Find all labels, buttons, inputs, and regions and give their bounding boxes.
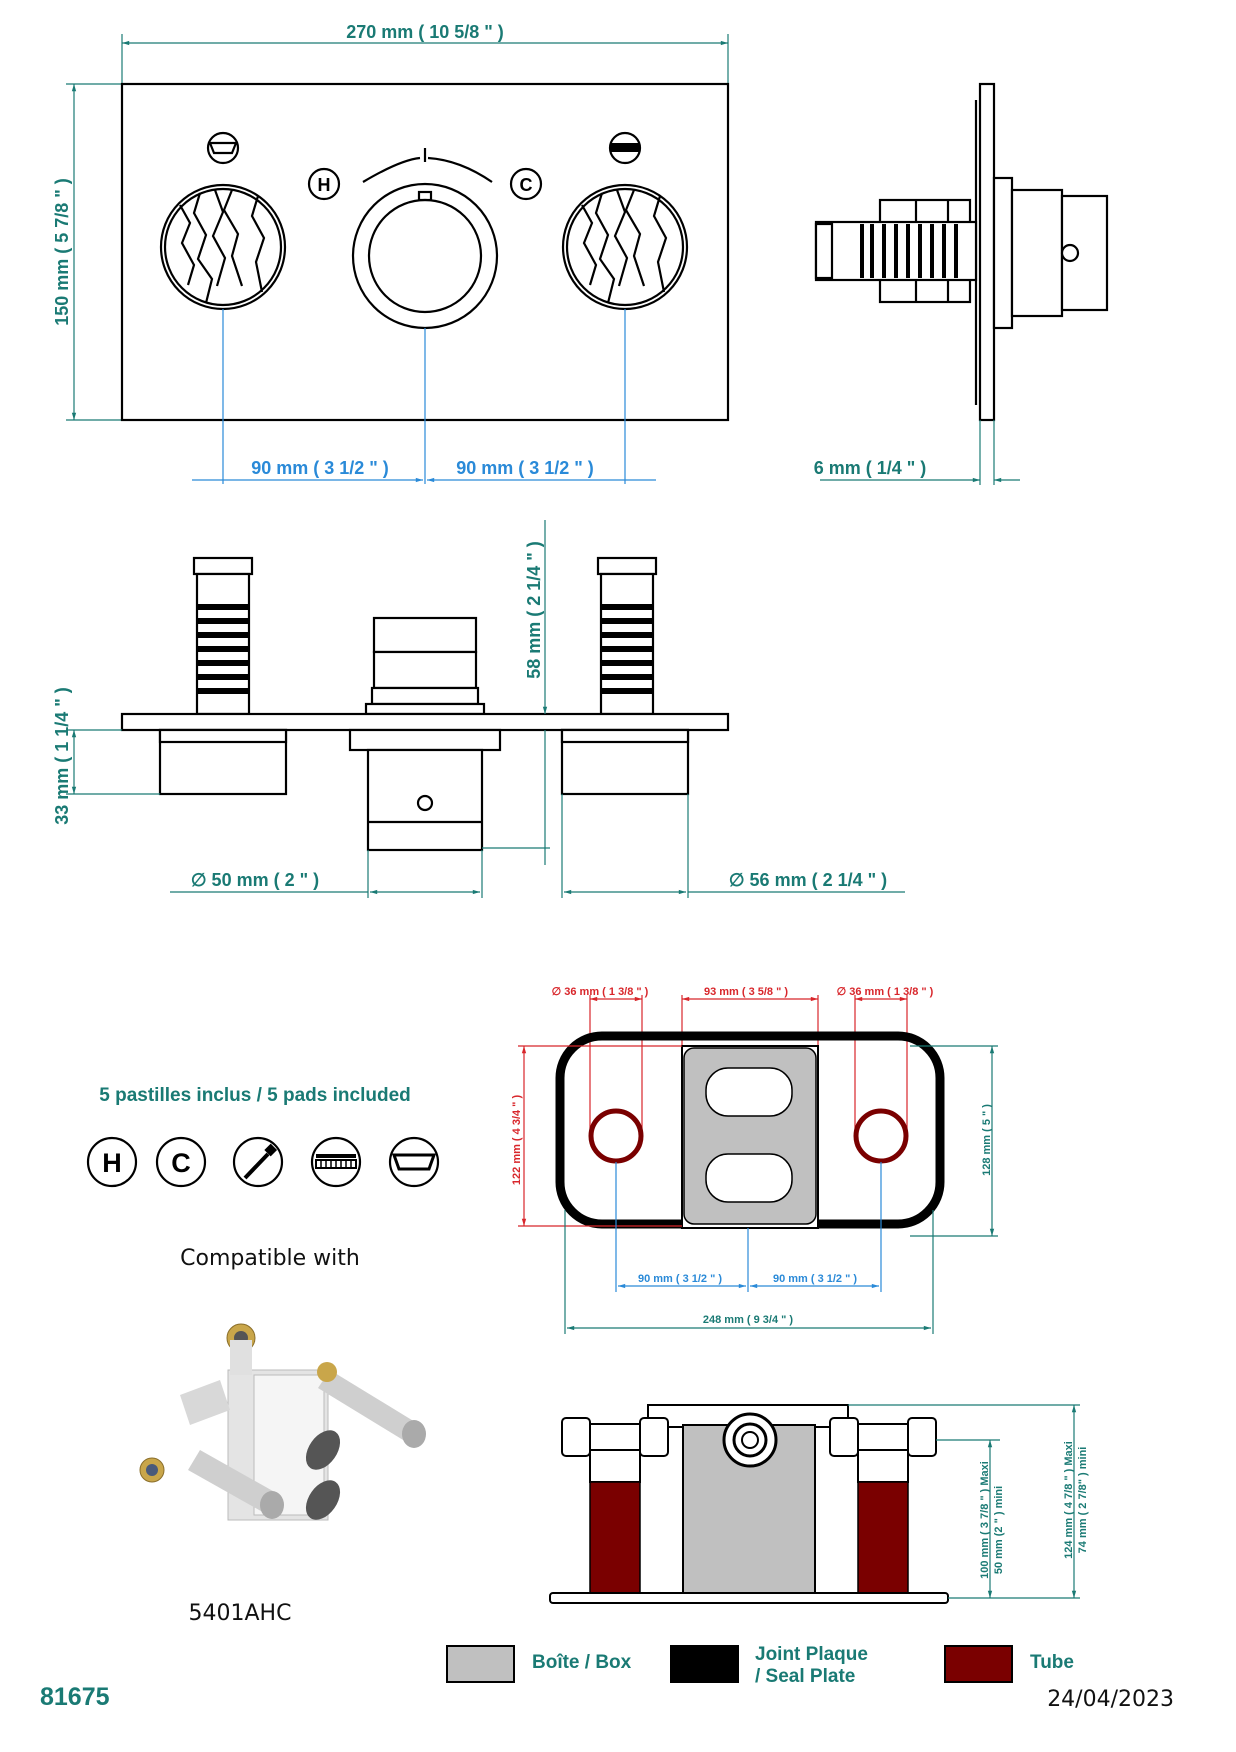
- cold-badge: C: [509, 167, 543, 201]
- hole-left-label: ∅ 36 mm ( 1 3/8 " ): [552, 986, 649, 998]
- thickness-label: 6 mm ( 1/4 " ): [814, 458, 927, 478]
- pads-section: 5 pastilles inclus / 5 pads included H C…: [86, 1085, 440, 1271]
- hot-label: H: [318, 175, 331, 195]
- section-plate: [549, 1592, 949, 1604]
- pad-hand-shower-icon: [232, 1136, 284, 1188]
- total-width-label: 248 mm ( 9 3/4 " ): [703, 1314, 794, 1326]
- compatible-label: Compatible with: [180, 1246, 360, 1271]
- depth-a-max: 100 mm ( 3 7/8 " ) Maxi: [979, 1461, 991, 1579]
- tube-left: [589, 1481, 641, 1594]
- left-knob: [159, 131, 287, 311]
- depth-a-min: 50 mm (2 " ) mini: [993, 1486, 1005, 1574]
- front-view: 270 mm ( 10 5/8 " ) 150 mm ( 5 7/8 " ) H: [52, 22, 730, 484]
- legend-swatch-tube: [944, 1645, 1013, 1683]
- side-view: 6 mm ( 1/4 " ): [814, 82, 1109, 485]
- spacing-left-label: 90 mm ( 3 1/2 " ): [251, 458, 389, 478]
- bath-tub-icon-small: [206, 131, 240, 165]
- depth-b-max: 124 mm ( 4 7/8 " ) Maxi: [1063, 1441, 1075, 1559]
- legend: Boîte / Box Joint Plaque / Seal Plate Tu…: [446, 1644, 1074, 1687]
- inner-height-label: 122 mm ( 4 3/4 " ): [511, 1095, 523, 1186]
- projection-label: 58 mm ( 2 1/4 " ): [524, 541, 544, 679]
- tube-hole-left: [588, 1108, 644, 1164]
- spacing-right-label: 90 mm ( 3 1/2 " ): [456, 458, 594, 478]
- center-diameter-label: ∅ 50 mm ( 2 " ): [191, 870, 319, 890]
- depth-label: 33 mm ( 1 1/4 " ): [52, 687, 72, 825]
- pad-cold-icon: C: [155, 1136, 207, 1188]
- pads-title: 5 pastilles inclus / 5 pads included: [99, 1085, 411, 1106]
- legend-label-seal-line2: / Seal Plate: [755, 1666, 855, 1687]
- legend-swatch-box: [446, 1645, 515, 1683]
- height-label: 150 mm ( 5 7/8 " ): [52, 178, 72, 326]
- pad-hot-icon: H: [86, 1136, 138, 1188]
- svg-text:H: H: [102, 1148, 122, 1178]
- width-label: 270 mm ( 10 5/8 " ): [346, 22, 504, 42]
- hole-right-label: ∅ 36 mm ( 1 3/8 " ): [837, 986, 934, 998]
- legend-label-tube: Tube: [1030, 1652, 1074, 1673]
- svg-text:C: C: [171, 1148, 191, 1178]
- cold-label: C: [520, 175, 533, 195]
- tube-right: [857, 1481, 909, 1594]
- box-plan: ∅ 36 mm ( 1 3/8 " ) 93 mm ( 3 5/8 " ) ∅ …: [511, 986, 998, 1334]
- box-section: 100 mm ( 3 7/8 " ) Maxi 50 mm (2 " ) min…: [549, 1404, 1089, 1604]
- document-date: 24/04/2023: [1047, 1687, 1174, 1712]
- compatible-box-illustration: 5401AHC: [139, 1323, 426, 1626]
- pad-bath-tub-icon: [388, 1136, 440, 1188]
- outer-height-label: 128 mm ( 5 " ): [981, 1104, 993, 1176]
- plan-spacing-left-label: 90 mm ( 3 1/2 " ): [638, 1273, 722, 1285]
- legend-label-seal-line1: Joint Plaque: [755, 1644, 868, 1665]
- top-view: 58 mm ( 2 1/4 " ) 33 mm ( 1 1/4 " ) ∅ 50…: [52, 520, 905, 898]
- depth-b-min: 74 mm ( 2 7/8" ) mini: [1077, 1447, 1089, 1554]
- product-code: 81675: [40, 1683, 110, 1711]
- overhead-shower-icon-small: [608, 131, 642, 165]
- pad-overhead-shower-icon: [310, 1136, 362, 1188]
- plan-spacing-right-label: 90 mm ( 3 1/2 " ): [773, 1273, 857, 1285]
- compatible-model: 5401AHC: [189, 1601, 292, 1626]
- center-width-label: 93 mm ( 3 5/8 " ): [704, 986, 788, 998]
- legend-swatch-seal-plate: [670, 1645, 739, 1683]
- hot-badge: H: [307, 167, 341, 201]
- side-diameter-label: ∅ 56 mm ( 2 1/4 " ): [729, 870, 887, 890]
- legend-label-box: Boîte / Box: [532, 1652, 632, 1673]
- tube-hole-right: [853, 1108, 909, 1164]
